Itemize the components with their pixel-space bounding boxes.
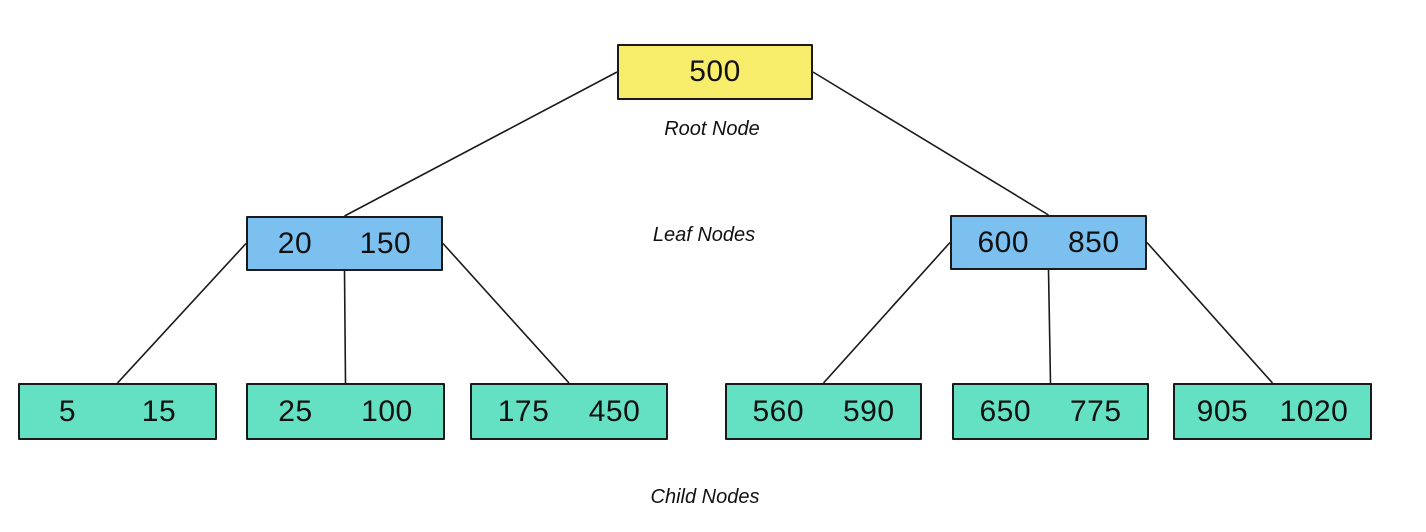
node-value: 905	[1196, 394, 1249, 428]
node-value: 600	[977, 225, 1030, 259]
tree-edge	[812, 71, 1049, 216]
tree-edge	[442, 242, 570, 384]
leaf-node-left: 20 150	[246, 216, 443, 271]
node-value: 100	[361, 394, 413, 428]
root-node-label: Root Node	[664, 118, 760, 140]
tree-edge	[344, 71, 618, 217]
node-value: 15	[141, 394, 177, 428]
node-value: 1020	[1279, 394, 1349, 428]
child-node-3: 175 450	[470, 383, 668, 440]
node-value: 25	[278, 394, 313, 428]
tree-edge	[116, 242, 247, 384]
child-nodes-label: Child Nodes	[650, 486, 760, 508]
tree-edge	[1146, 241, 1274, 384]
node-value: 775	[1069, 394, 1122, 428]
node-value: 650	[979, 394, 1032, 428]
node-value: 150	[359, 226, 412, 260]
node-value: 5	[58, 394, 77, 428]
node-value: 450	[588, 394, 641, 428]
child-node-2: 25 100	[246, 383, 445, 440]
leaf-nodes-label: Leaf Nodes	[652, 224, 756, 246]
tree-edge	[822, 241, 951, 384]
child-node-1: 5 15	[18, 383, 217, 440]
leaf-node-right: 600 850	[950, 215, 1147, 270]
node-value: 20	[277, 226, 313, 260]
node-value: 175	[497, 394, 550, 428]
tree-edge	[343, 270, 347, 384]
child-node-5: 650 775	[952, 383, 1149, 440]
node-value: 590	[842, 394, 895, 428]
tree-edge	[1047, 269, 1052, 384]
child-node-4: 560 590	[725, 383, 922, 440]
node-value: 850	[1067, 225, 1120, 259]
child-node-6: 905 1020	[1173, 383, 1372, 440]
root-node: 500	[617, 44, 813, 100]
node-value: 560	[752, 394, 805, 428]
node-value: 500	[689, 55, 741, 88]
